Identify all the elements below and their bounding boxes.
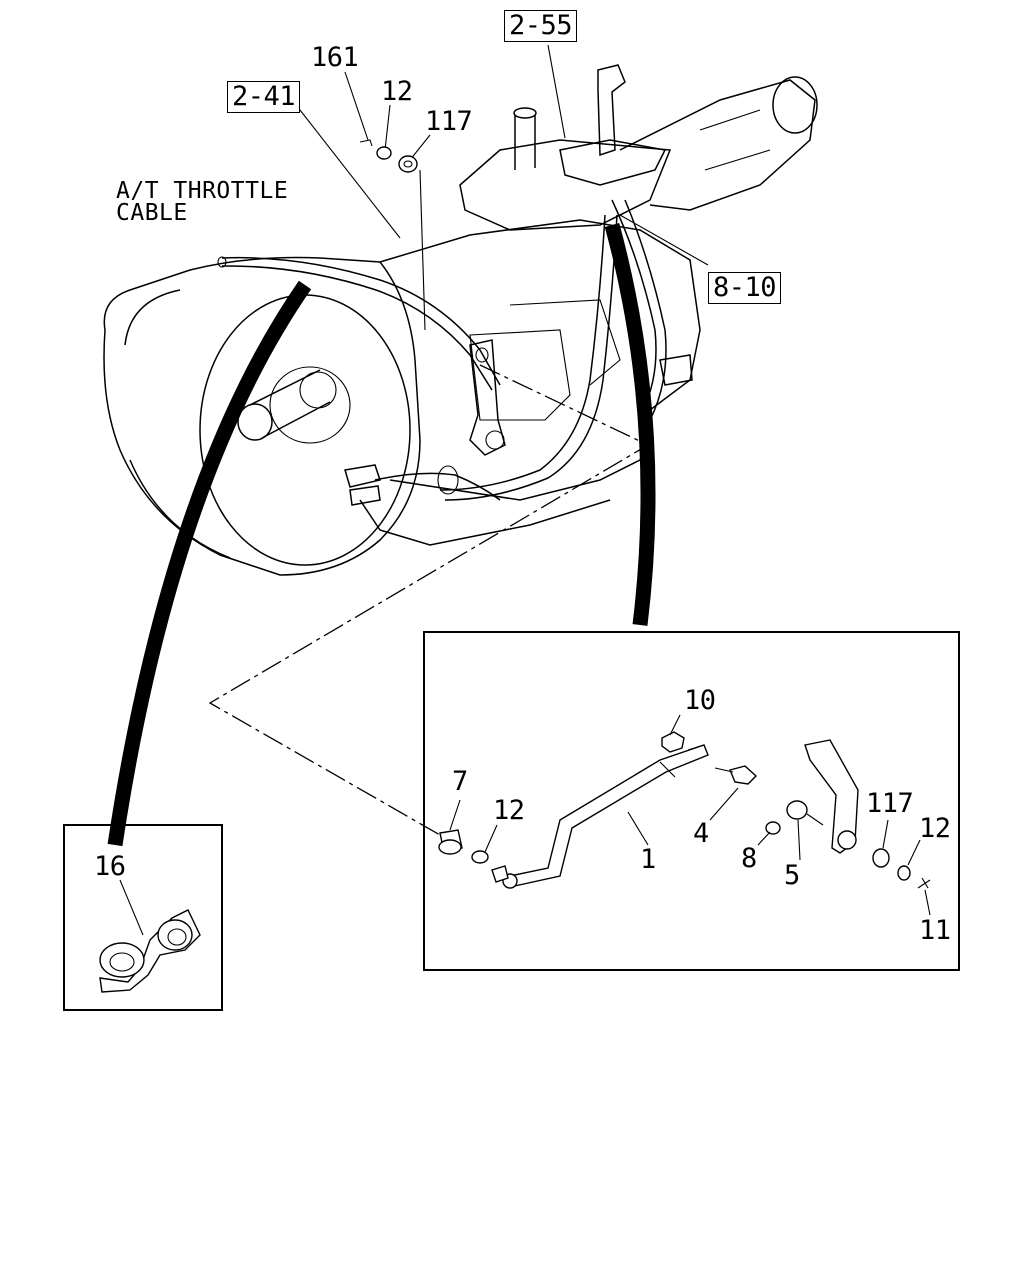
callout-arc-left <box>107 280 312 847</box>
callout-16: 16 <box>94 851 126 882</box>
callout-12-detail-left: 12 <box>493 795 525 826</box>
callout-arc-right <box>604 223 656 626</box>
clip-detail-box <box>63 824 223 1011</box>
callout-12-top: 12 <box>381 76 413 107</box>
callout-8: 8 <box>741 843 757 874</box>
ref-box-2-41: 2-41 <box>227 81 301 113</box>
callout-10: 10 <box>684 685 716 716</box>
projection-lines <box>208 364 650 836</box>
callout-1: 1 <box>640 844 656 875</box>
callout-117-detail: 117 <box>866 788 914 819</box>
clip-part <box>99 879 201 993</box>
leader-lines <box>299 44 709 331</box>
callout-12-detail-right: 12 <box>919 813 951 844</box>
linkage-detail-parts <box>438 714 931 916</box>
callout-7: 7 <box>452 766 468 797</box>
linkage-detail-box <box>423 631 960 971</box>
throttle-cable-label-line2: CABLE <box>116 200 188 226</box>
callout-117-top: 117 <box>425 106 473 137</box>
ref-box-2-55: 2-55 <box>504 10 578 42</box>
callout-4: 4 <box>693 818 709 849</box>
transmission-assembly <box>103 64 818 576</box>
callout-11: 11 <box>919 915 951 946</box>
throttle-cable-label-line1: A/T THROTTLE <box>116 178 289 204</box>
top-small-parts <box>359 139 418 173</box>
ref-box-8-10: 8-10 <box>708 272 782 304</box>
callout-5: 5 <box>784 860 800 891</box>
callout-161-top: 161 <box>311 42 359 73</box>
